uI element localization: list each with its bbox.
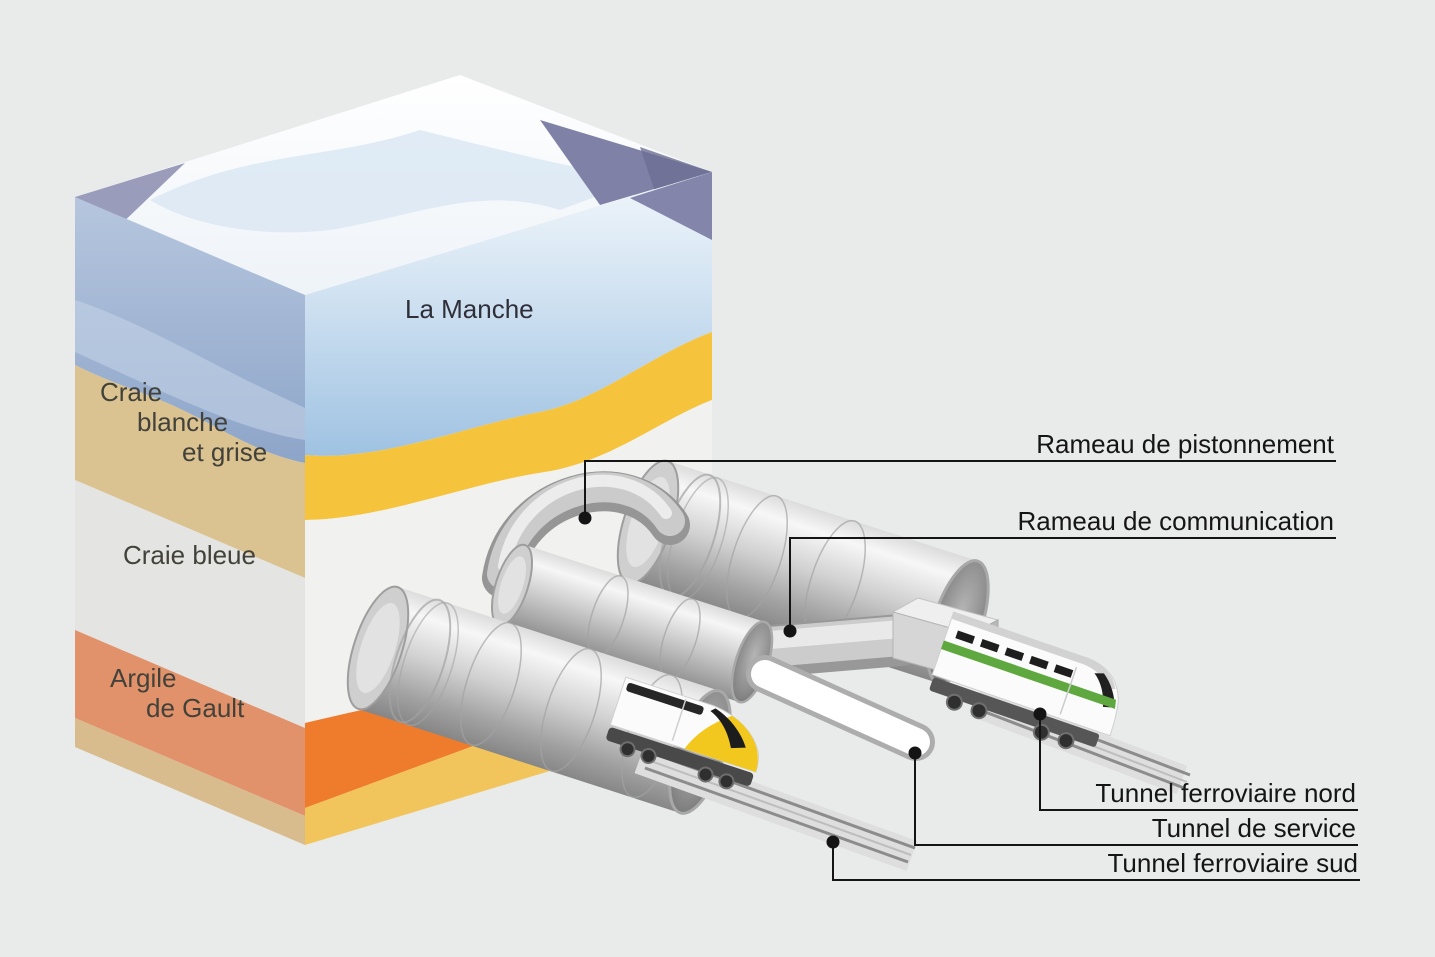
dot-tunnel-service	[908, 746, 922, 760]
piston-relief-duct	[482, 471, 690, 598]
leader-communication	[789, 537, 1336, 631]
service-tunnel-trough	[746, 655, 935, 761]
stratum-bottom-left	[75, 718, 305, 845]
leader-tunnel-nord	[1039, 714, 1358, 811]
stratum-label-line: Craie bleue	[123, 540, 256, 570]
dot-tunnel-sud	[826, 835, 840, 849]
eurostar-windshield	[710, 708, 746, 749]
callout-pistonnement: Rameau de pistonnement	[1036, 429, 1334, 459]
communication-passage	[732, 614, 926, 678]
stratum-yellow-front	[305, 332, 712, 520]
dot-pistonnement	[578, 511, 592, 525]
shuttle-green-stripe	[940, 640, 1117, 709]
stratum-sea-front	[305, 172, 712, 456]
callout-dots	[578, 511, 1047, 849]
stratum-label-line: Argile	[110, 663, 177, 693]
stratum-craie-bleue-left	[75, 480, 305, 728]
stratum-label-craie-blanche: Craie blanche et grise	[100, 377, 267, 467]
eurostar-train	[606, 676, 760, 790]
eurostar-yellow-nose	[684, 715, 758, 772]
callout-tunnel-sud: Tunnel ferroviaire sud	[1107, 848, 1359, 878]
callout-tunnel-nord: Tunnel ferroviaire nord	[1095, 778, 1356, 808]
stratum-argile-left	[75, 630, 305, 816]
sea-label: La Manche	[405, 294, 534, 324]
stratum-label-line: et grise	[182, 437, 268, 467]
purple-wedge-front	[630, 172, 712, 240]
stratum-label-argile: Argile de Gault	[110, 663, 244, 723]
callout-lines	[584, 460, 1360, 881]
stratum-label-line: blanche	[137, 407, 229, 437]
leader-pistonnement	[584, 460, 1336, 518]
shuttle-train	[929, 611, 1119, 750]
callout-tunnel-service: Tunnel de service	[1151, 813, 1356, 843]
dot-communication	[783, 624, 797, 638]
dot-tunnel-nord	[1033, 707, 1047, 721]
block-top-face	[75, 75, 712, 295]
stratum-label-line: de Gault	[146, 693, 245, 723]
leader-tunnel-sud	[832, 842, 1360, 881]
block-left-face	[75, 197, 305, 845]
stratum-label-line: Craie	[100, 377, 163, 407]
leader-tunnel-service	[914, 753, 1358, 846]
stratum-label-craie-bleue: Craie bleue	[123, 540, 256, 570]
stratum-craie-blanche-left	[75, 365, 305, 578]
callout-communication: Rameau de communication	[1017, 506, 1335, 536]
